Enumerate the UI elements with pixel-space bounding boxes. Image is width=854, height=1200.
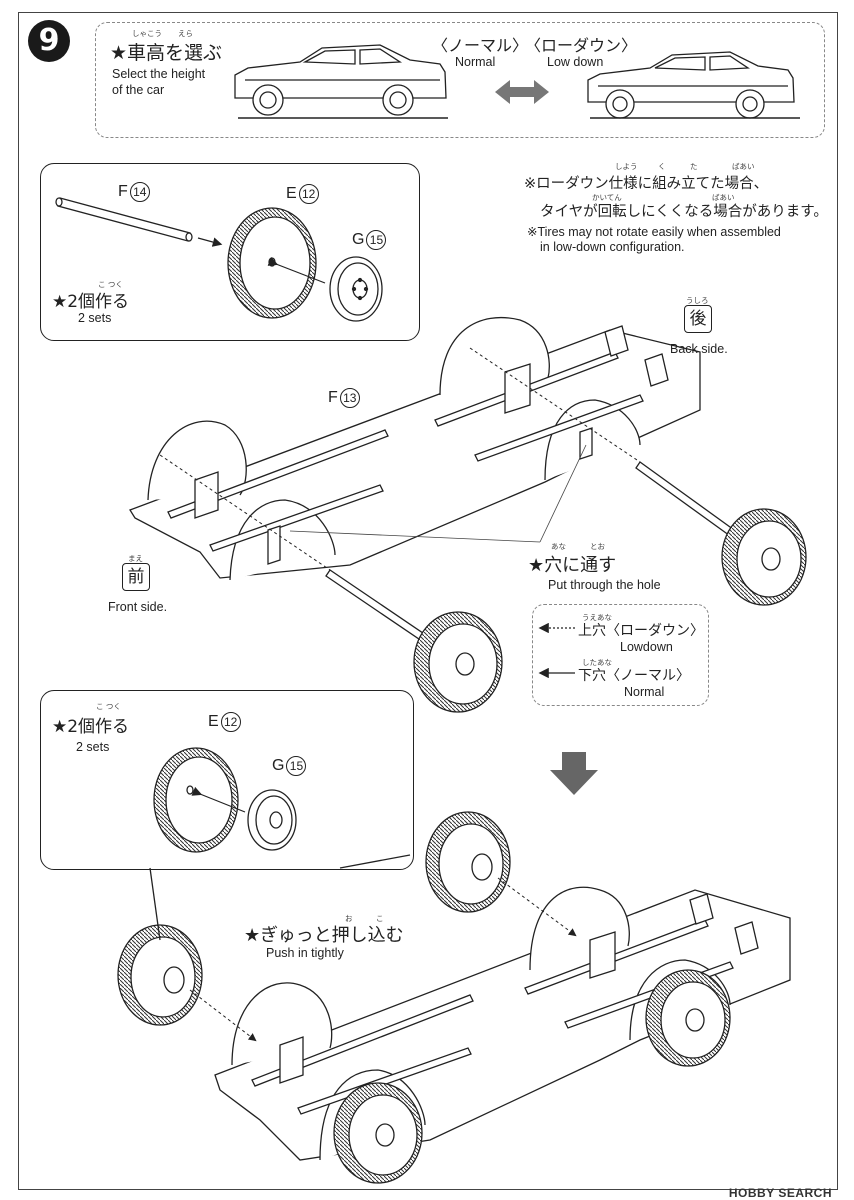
axle-part-f14: [55, 197, 193, 242]
front-ruby: まえ: [128, 554, 143, 563]
upper-hole-en: Lowdown: [620, 640, 673, 654]
axle-guide-line-rear: [469, 347, 641, 463]
upper-hole-ruby: うえあな: [582, 613, 612, 622]
note-ruby-kaiten: かいてん: [592, 193, 622, 202]
lower-hole-en: Normal: [624, 685, 665, 699]
normal-label-en: Normal: [455, 55, 496, 69]
lower-hole-ruby: したあな: [582, 658, 612, 667]
chassis-part-f13: [129, 316, 701, 581]
hole-ruby-ana: あな: [551, 542, 566, 551]
page-frame: [18, 12, 838, 1190]
note-line2-en: in low-down configuration.: [540, 240, 685, 254]
wheel-push-right: [425, 811, 511, 913]
lowdown-label-jp: 〈ローダウン〉: [525, 36, 638, 55]
note-ruby-ta: た: [690, 162, 698, 171]
hobby-search-logo: HOBBY SEARCH: [728, 1186, 832, 1200]
step-number-badge: 9: [28, 20, 70, 62]
normal-label-jp: 〈ノーマル〉: [432, 36, 529, 55]
note-line2-jp: タイヤが回転しにくくなる場合があります。: [540, 204, 828, 220]
leader-line-2: [539, 444, 587, 543]
wheel-part-g15: [329, 256, 383, 322]
make-2-sets-jp-2: ★2個作る: [52, 717, 130, 737]
height-title-en-1: Select the height: [112, 67, 206, 81]
wheel-bottom-front: [333, 1082, 423, 1184]
make-ruby-2: こ つく: [96, 702, 121, 711]
push-in-tightly-jp: ★ぎゅっと押し込む: [244, 925, 404, 946]
title-ruby-era: えら: [178, 29, 193, 38]
wheel-bottom-rear: [645, 969, 731, 1067]
note-ruby-ku: く: [658, 162, 666, 171]
lowdown-car-illustration: [587, 51, 800, 119]
axle-guide-line: [159, 454, 331, 571]
wheel-push-left: [117, 924, 203, 1026]
note-line1-jp: ※ローダウン仕様に組み立てた場合、: [524, 176, 769, 192]
wheel-front-assembled: [413, 611, 503, 713]
subassembly-box-1: [40, 163, 420, 341]
height-title-en-2: of the car: [112, 83, 165, 97]
note-ruby-baai-2: ばあい: [712, 193, 735, 202]
front-kanji: 前: [122, 563, 150, 591]
push-ruby-ko: こ: [376, 914, 384, 923]
upper-hole-jp: 上穴〈ローダウン〉: [578, 623, 704, 639]
hole-legend-box: [532, 604, 709, 706]
back-side-label: Back side.: [670, 342, 728, 356]
wheel-rear-assembled: [721, 508, 807, 606]
hole-ruby-too: とお: [590, 542, 605, 551]
normal-car-illustration: [234, 44, 448, 119]
make-2-sets-jp: ★2個作る: [52, 292, 130, 312]
back-kanji: 後: [684, 305, 712, 333]
make-ruby-1: こ つく: [98, 280, 123, 289]
leader-line-1: [289, 530, 541, 543]
double-arrow-icon: [495, 80, 549, 104]
note-line1-en: ※Tires may not rotate easily when assemb…: [527, 225, 781, 239]
push-in-tightly-en: Push in tightly: [266, 946, 344, 960]
height-title-jp: ★車高を選ぶ: [110, 42, 223, 64]
subassembly-box-2: [40, 690, 414, 870]
make-2-sets-en-2: 2 sets: [76, 740, 110, 754]
lowdown-label-en: Low down: [547, 55, 604, 69]
back-ruby: うしろ: [686, 296, 709, 305]
note-ruby-baai: ばあい: [732, 162, 755, 171]
put-through-hole-jp: ★穴に通す: [528, 555, 617, 576]
height-selection-box: [95, 22, 825, 138]
put-through-hole-en: Put through the hole: [548, 578, 661, 592]
title-ruby-shakou: しゃこう: [132, 29, 162, 38]
make-2-sets-en: 2 sets: [78, 311, 112, 325]
push-ruby-o: お: [345, 914, 353, 923]
down-arrow-icon: [550, 752, 598, 795]
note-ruby-shiyou: しよう: [615, 162, 638, 171]
lower-hole-jp: 下穴〈ノーマル〉: [578, 668, 690, 684]
front-side-label: Front side.: [108, 600, 168, 614]
